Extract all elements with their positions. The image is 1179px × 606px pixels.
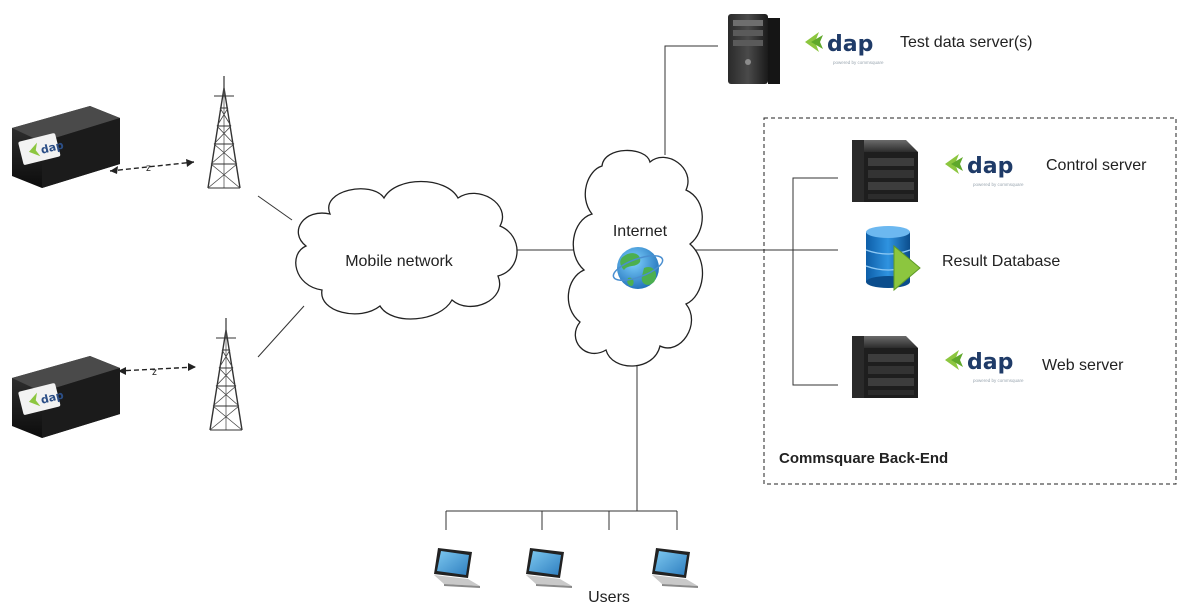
connection-lines bbox=[257, 45, 838, 530]
dap-logo-icon: dap powered by commsquare bbox=[945, 154, 1024, 187]
globe-icon bbox=[612, 247, 664, 289]
control-server: dap powered by commsquare Control server bbox=[852, 140, 1147, 202]
dap-logo-text: dap bbox=[967, 350, 1013, 375]
web-server: dap powered by commsquare Web server bbox=[852, 336, 1124, 398]
backend-group-label: Commsquare Back-End bbox=[779, 450, 948, 467]
backend-group: Commsquare Back-End bbox=[763, 117, 1177, 485]
dap-logo-text: dap bbox=[967, 154, 1013, 179]
test-data-server: dap powered by commsquare Test data serv… bbox=[728, 14, 1032, 84]
device-logo-text: dap bbox=[39, 388, 65, 406]
device-logo-text: dap bbox=[39, 138, 65, 156]
cell-tower-icon bbox=[207, 75, 241, 189]
wireless-link-top: z bbox=[109, 159, 195, 174]
dap-tagline: powered by commsquare bbox=[973, 378, 1024, 383]
rack-server-icon bbox=[852, 336, 918, 398]
dap-logo-icon: dap powered by commsquare bbox=[805, 32, 884, 65]
dap-logo-text: dap bbox=[827, 32, 873, 57]
web-server-label: Web server bbox=[1042, 357, 1124, 374]
dap-tagline: powered by commsquare bbox=[833, 60, 884, 65]
link-marker-bottom: z bbox=[152, 367, 157, 378]
cloud-icon bbox=[295, 180, 518, 320]
users-label: Users bbox=[588, 589, 630, 606]
rack-server-icon bbox=[852, 140, 918, 202]
test-server-label: Test data server(s) bbox=[900, 34, 1032, 51]
laptop-icon bbox=[434, 548, 480, 588]
internet-cloud: Internet bbox=[567, 149, 704, 367]
internet-label: Internet bbox=[613, 223, 668, 240]
control-server-label: Control server bbox=[1046, 157, 1147, 174]
dap-tagline: powered by commsquare bbox=[973, 182, 1024, 187]
dap-logo-icon: dap powered by commsquare bbox=[945, 350, 1024, 383]
result-database-label: Result Database bbox=[942, 253, 1060, 270]
wireless-link-bottom: z bbox=[117, 363, 197, 378]
database-icon bbox=[865, 226, 921, 292]
device-icon: dap bbox=[12, 106, 120, 188]
cell-tower-icon bbox=[209, 317, 243, 431]
result-database: Result Database bbox=[865, 226, 1060, 292]
users-group: Users bbox=[434, 548, 698, 606]
device-icon: dap bbox=[12, 356, 120, 438]
mobile-network-cloud: Mobile network bbox=[295, 180, 518, 320]
link-marker-top: z bbox=[146, 163, 151, 174]
mobile-network-label: Mobile network bbox=[345, 253, 454, 270]
tower-server-icon bbox=[728, 14, 780, 84]
laptop-icon bbox=[652, 548, 698, 588]
laptop-icon bbox=[526, 548, 572, 588]
